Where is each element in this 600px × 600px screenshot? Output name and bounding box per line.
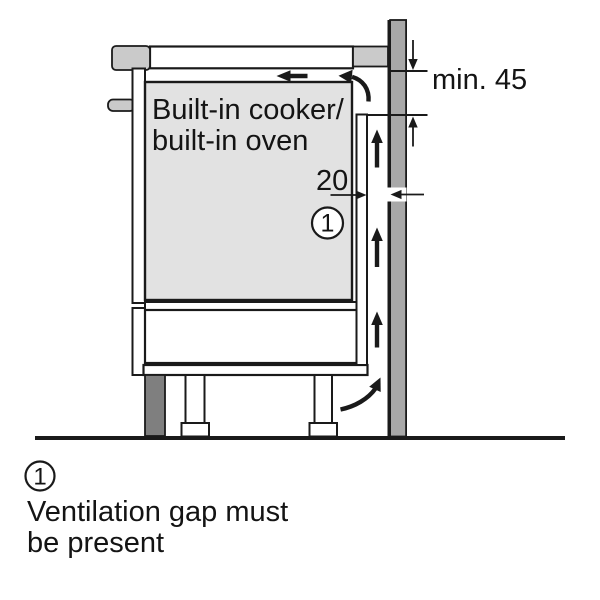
airflow-left-arrow-icon — [276, 70, 291, 82]
right-leg-foot — [308, 422, 338, 438]
airflow-curved-arrow-top — [351, 74, 371, 102]
worktop-rear-section — [352, 45, 389, 68]
airflow-curved-bottom-head-icon — [369, 377, 381, 392]
gap-arrow-right-icon — [355, 190, 367, 200]
drawer-compartment — [143, 308, 359, 365]
appliance-body — [143, 80, 354, 302]
airflow-curved-top-head-icon — [338, 69, 353, 84]
airflow-curved-arrow-bottom — [340, 387, 378, 412]
hob-front-edge — [111, 45, 151, 71]
cabinet-side-panel-upper — [131, 67, 146, 304]
legend-callout-number: 1 — [33, 464, 46, 491]
airflow-up-arrow-2-icon — [371, 227, 383, 241]
airflow-up-arrow-3-icon — [371, 311, 383, 325]
appliance-label-line2: built-in oven — [152, 125, 308, 157]
left-leg — [184, 374, 206, 425]
dimension-top-clearance-label: min. 45 — [432, 64, 527, 96]
callout-number: 1 — [321, 210, 335, 238]
wall-front-edge-line — [387, 20, 391, 437]
dimension-arrow-up-icon — [408, 116, 418, 128]
appliance-label-line1: Built-in cooker/ — [152, 94, 345, 126]
control-knob — [107, 98, 136, 112]
worktop-slab — [148, 45, 355, 70]
rear-vent-channel — [355, 113, 368, 366]
left-leg-foot — [180, 422, 210, 438]
wall — [389, 19, 408, 438]
dimension-rear-gap-label: 20 — [316, 165, 348, 197]
legend-text-line1: Ventilation gap must — [27, 496, 288, 528]
right-leg — [313, 374, 333, 425]
gap-arrow-left-icon — [390, 189, 402, 200]
cabinet-base-panel — [142, 363, 369, 377]
callout-circle — [310, 206, 345, 240]
cabinet-shelf — [144, 301, 358, 311]
airflow-up-arrow-1-icon — [371, 129, 383, 143]
legend-text-line2: be present — [27, 527, 164, 559]
dimension-arrow-down-icon — [408, 59, 418, 70]
legend-callout-circle — [24, 460, 56, 492]
plinth-section — [144, 374, 166, 437]
